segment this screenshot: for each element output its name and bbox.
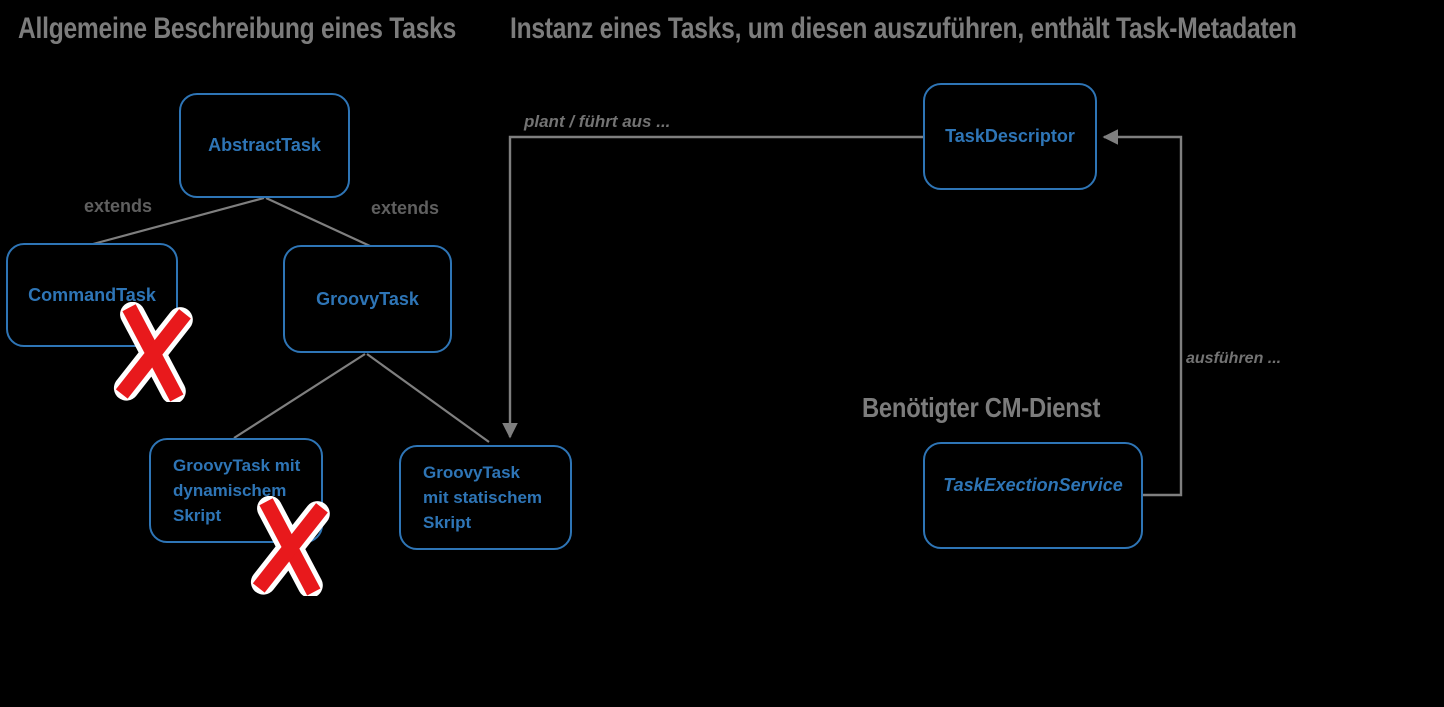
- node-groovy-task-dynamic: GroovyTask mit dynamischem Skript: [149, 438, 323, 543]
- node-groovy-task-label: GroovyTask: [316, 288, 419, 309]
- node-task-exection-service: TaskExectionService: [923, 442, 1143, 549]
- node-task-exection-service-label: TaskExectionService: [943, 475, 1123, 495]
- label-plant-fuehrt-aus: plant / führt aus ...: [524, 112, 671, 131]
- label-extends-left: extends: [84, 196, 153, 216]
- node-command-task-label: CommandTask: [28, 284, 156, 305]
- heading-right: Instanz eines Tasks, um diesen auszuführ…: [510, 12, 1297, 45]
- heading-cm-service: Benötigter CM-Dienst: [862, 392, 1101, 423]
- node-groovy-task-dynamic-label: GroovyTask mit dynamischem Skript: [173, 456, 301, 525]
- node-abstract-task: AbstractTask: [179, 93, 350, 198]
- node-command-task: CommandTask: [6, 243, 178, 347]
- edge-groovy-to-static: [366, 353, 490, 443]
- node-task-descriptor: TaskDescriptor: [923, 83, 1097, 190]
- label-extends-right: extends: [371, 198, 440, 218]
- node-abstract-task-label: AbstractTask: [208, 135, 321, 155]
- heading-left: Allgemeine Beschreibung eines Tasks: [18, 12, 457, 45]
- node-task-descriptor-label: TaskDescriptor: [945, 126, 1075, 146]
- node-groovy-task-static-label: GroovyTask mit statischem Skript: [423, 463, 543, 532]
- node-groovy-task-static: GroovyTask mit statischem Skript: [399, 445, 572, 550]
- edge-groovy-to-dynamic: [233, 353, 366, 439]
- node-groovy-task: GroovyTask: [283, 245, 452, 353]
- label-ausfuehren: ausführen ...: [1186, 350, 1282, 367]
- edge-extends-abstract-to-groovy: [265, 197, 371, 247]
